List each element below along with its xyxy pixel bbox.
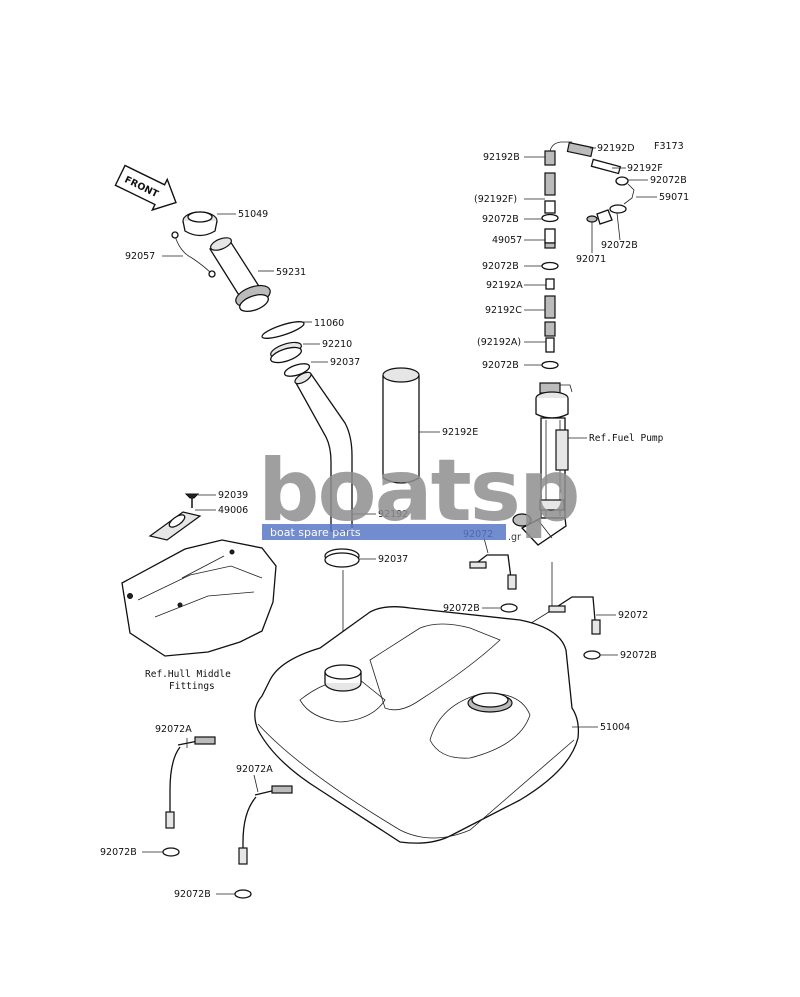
label-92210: 92210 <box>322 339 352 350</box>
label-92192F: 92192F <box>627 163 663 174</box>
label-ref-hull-1: Ref.Hull Middle <box>145 669 231 680</box>
hull-fitting-part <box>121 539 277 657</box>
label-92071: 92071 <box>576 254 606 265</box>
label-11060: 11060 <box>314 318 344 329</box>
label-51004: 51004 <box>600 722 630 733</box>
watermark-logo: boatsp boat spare parts .gr <box>258 441 581 543</box>
clip-m-part <box>500 603 518 613</box>
gasket-part <box>261 321 305 339</box>
label-92057: 92057 <box>125 251 155 262</box>
straight-hose-part <box>382 367 420 484</box>
label-59071: 59071 <box>659 192 689 203</box>
label-59231: 59231 <box>276 267 306 278</box>
strap-a-lower-left <box>165 736 216 829</box>
label-92192A-paren: (92192A) <box>477 337 521 348</box>
screw-part <box>184 493 200 508</box>
label-92192B-top: 92192B <box>483 152 520 163</box>
watermark-suffix: .gr <box>508 532 521 543</box>
strap-a-part <box>469 554 517 590</box>
label-92192E: 92192E <box>442 427 478 438</box>
label-92072B-r3: 92072B <box>620 650 657 661</box>
label-92192-hose: 92192 <box>378 509 408 520</box>
label-92072B-b2: 92072B <box>174 889 211 900</box>
clip-b2-part <box>234 889 252 899</box>
label-92072B-b1: 92072B <box>100 847 137 858</box>
fuel-cap-part <box>182 211 218 237</box>
front-arrow-icon: FRONT <box>114 164 177 212</box>
label-51049: 51049 <box>238 209 268 220</box>
clip-r3-part <box>583 650 601 660</box>
label-92072B-l2: 92072B <box>482 261 519 272</box>
plate-part <box>148 511 202 541</box>
label-92072B-l3: 92072B <box>482 360 519 371</box>
label-49006: 49006 <box>218 505 248 516</box>
filler-neck-part <box>209 237 271 312</box>
label-92072B-m: 92072B <box>443 603 480 614</box>
watermark-tagline: boat spare parts <box>270 526 361 539</box>
tether-part <box>174 235 213 275</box>
label-92037-upper: 92037 <box>330 357 360 368</box>
clamp-upper-part <box>283 363 311 377</box>
label-92039: 92039 <box>218 490 248 501</box>
label-ref-fuel-pump: Ref.Fuel Pump <box>589 433 664 444</box>
label-92072B-l1: 92072B <box>482 214 519 225</box>
label-ref-hull-2: Fittings <box>169 681 215 692</box>
clamp-lower-part <box>324 548 360 568</box>
label-92192A: 92192A <box>486 280 523 291</box>
label-92037-lower: 92037 <box>378 554 408 565</box>
label-92192F-paren: (92192F) <box>474 194 517 205</box>
pump-stack <box>541 150 559 370</box>
label-49057: 49057 <box>492 235 522 246</box>
elbow-part <box>549 141 572 152</box>
fuel-tank-part <box>254 606 580 844</box>
nut-part <box>270 341 302 364</box>
label-92072B-r1: 92072B <box>650 175 687 186</box>
clip-b1-part <box>162 847 180 857</box>
label-92192C: 92192C <box>485 305 522 316</box>
fuel-pump-part <box>512 382 573 546</box>
strap-b-part <box>548 596 601 635</box>
figure-code: F3173 <box>654 141 684 152</box>
label-92192D: 92192D <box>597 143 635 154</box>
label-92072B-r2: 92072B <box>601 240 638 251</box>
strap-a-lower-right <box>238 785 293 865</box>
label-92072-b: 92072 <box>618 610 648 621</box>
valve-part <box>586 209 613 225</box>
label-92072A-a: 92072A <box>155 724 192 735</box>
label-92072A-b: 92072A <box>236 764 273 775</box>
